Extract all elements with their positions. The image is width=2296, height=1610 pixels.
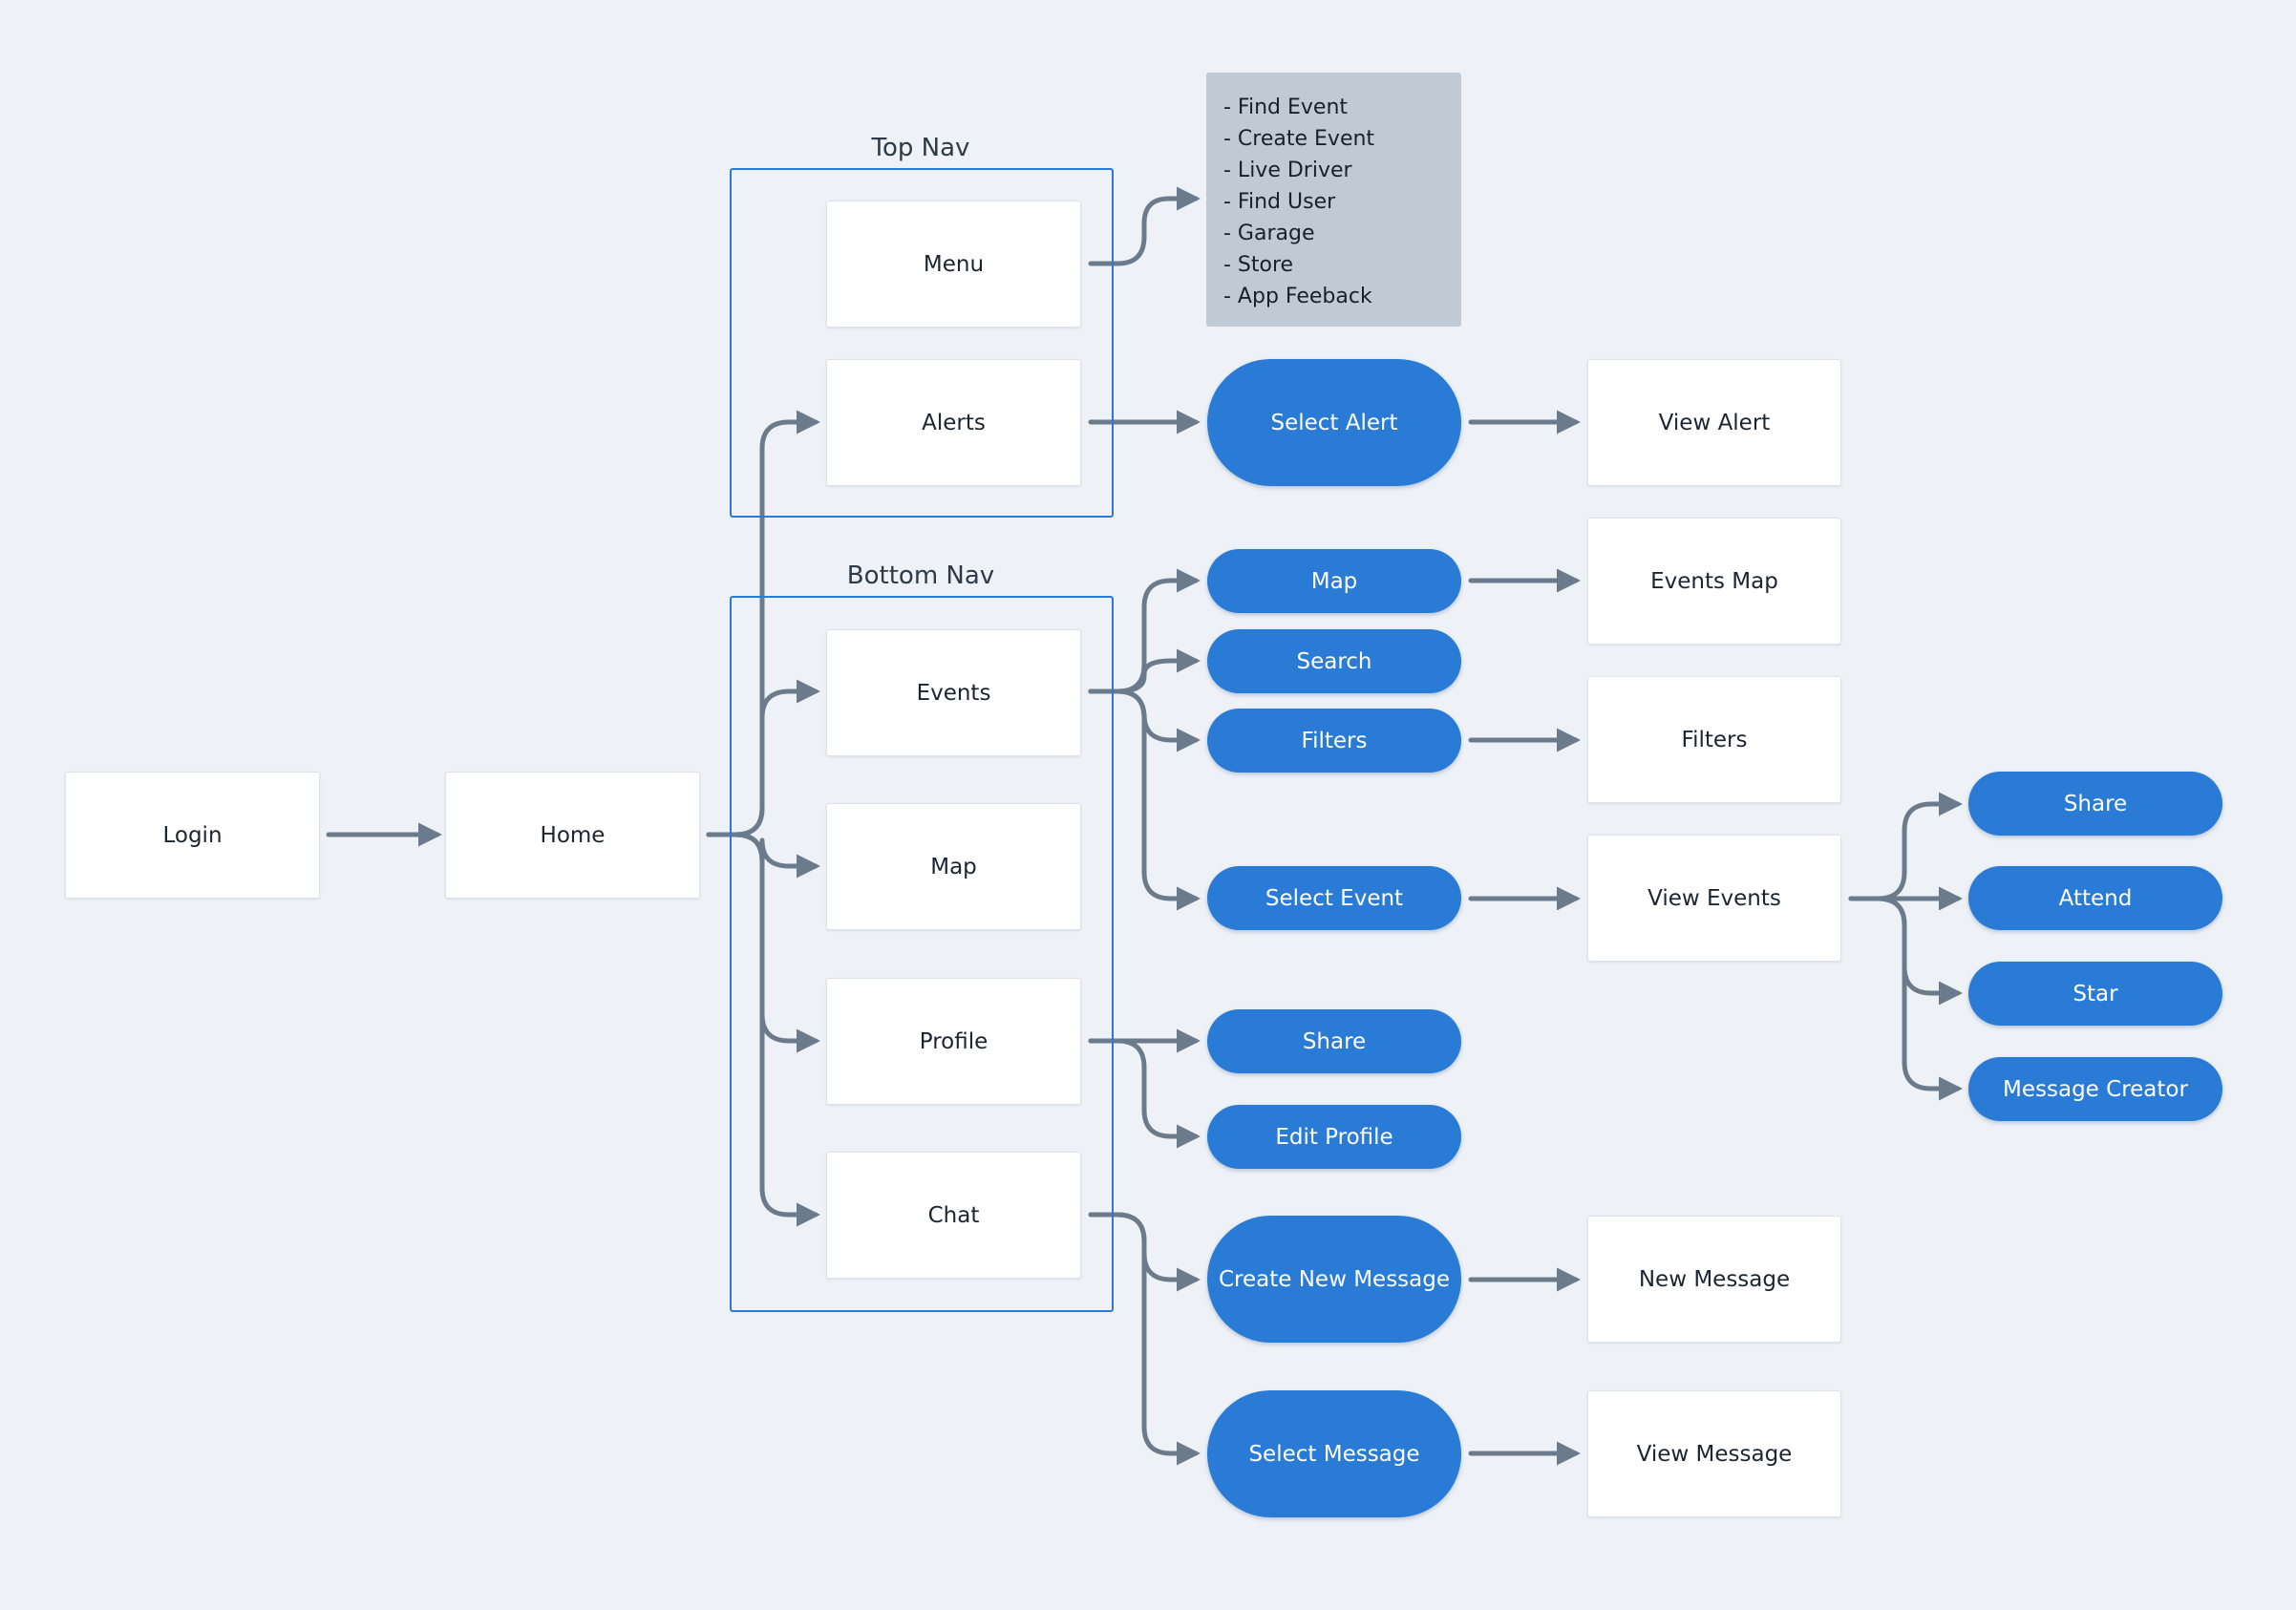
edge-viewevents-messagecreator bbox=[1848, 896, 1963, 1101]
share-profile-action[interactable]: Share bbox=[1207, 1009, 1461, 1073]
edge-events-selectevent bbox=[1088, 688, 1201, 911]
bottom-nav-group bbox=[730, 596, 1114, 1312]
menu-items-note: - Find Event - Create Event - Live Drive… bbox=[1206, 73, 1461, 327]
view-alert-node[interactable]: View Alert bbox=[1587, 359, 1841, 486]
edge-home-events bbox=[706, 679, 820, 837]
view-message-node[interactable]: View Message bbox=[1587, 1390, 1841, 1517]
menu-item: - Create Event bbox=[1223, 127, 1375, 151]
star-action[interactable]: Star bbox=[1968, 962, 2222, 1026]
profile-node[interactable]: Profile bbox=[826, 978, 1081, 1105]
menu-item: - Store bbox=[1223, 253, 1294, 277]
edge-profile-editprofile bbox=[1088, 1038, 1201, 1149]
edge-viewevents-share bbox=[1848, 792, 1963, 901]
share-event-action[interactable]: Share bbox=[1968, 772, 2222, 836]
message-creator-action[interactable]: Message Creator bbox=[1968, 1057, 2222, 1121]
home-node[interactable]: Home bbox=[445, 772, 700, 899]
alerts-node[interactable]: Alerts bbox=[826, 359, 1081, 486]
map-action[interactable]: Map bbox=[1207, 549, 1461, 613]
menu-node[interactable]: Menu bbox=[826, 201, 1081, 328]
menu-item: - Find Event bbox=[1223, 95, 1349, 119]
select-alert-action[interactable]: Select Alert bbox=[1207, 359, 1461, 486]
events-node[interactable]: Events bbox=[826, 629, 1081, 756]
menu-item: - App Feeback bbox=[1223, 285, 1372, 308]
new-message-node[interactable]: New Message bbox=[1587, 1216, 1841, 1343]
select-message-action[interactable]: Select Message bbox=[1207, 1390, 1461, 1517]
menu-item: - Garage bbox=[1223, 222, 1315, 245]
menu-item: - Find User bbox=[1223, 190, 1336, 214]
filters-node[interactable]: Filters bbox=[1587, 676, 1841, 803]
create-new-message-action[interactable]: Create New Message bbox=[1207, 1216, 1461, 1343]
edit-profile-action[interactable]: Edit Profile bbox=[1207, 1105, 1461, 1169]
chat-node[interactable]: Chat bbox=[826, 1152, 1081, 1279]
search-action[interactable]: Search bbox=[1207, 629, 1461, 693]
events-map-node[interactable]: Events Map bbox=[1587, 518, 1841, 645]
filters-action[interactable]: Filters bbox=[1207, 709, 1461, 773]
view-events-node[interactable]: View Events bbox=[1587, 835, 1841, 962]
map-node[interactable]: Map bbox=[826, 803, 1081, 930]
login-node[interactable]: Login bbox=[65, 772, 320, 899]
top-nav-label: Top Nav bbox=[871, 134, 970, 162]
attend-action[interactable]: Attend bbox=[1968, 866, 2222, 930]
bottom-nav-label: Bottom Nav bbox=[846, 561, 995, 590]
edge-home-chat bbox=[706, 832, 820, 1227]
top-nav-group bbox=[730, 168, 1114, 518]
edge-chat-selectmessage bbox=[1088, 1212, 1201, 1466]
edge-menu-note bbox=[1088, 186, 1201, 266]
select-event-action[interactable]: Select Event bbox=[1207, 866, 1461, 930]
menu-item: - Live Driver bbox=[1223, 159, 1352, 182]
